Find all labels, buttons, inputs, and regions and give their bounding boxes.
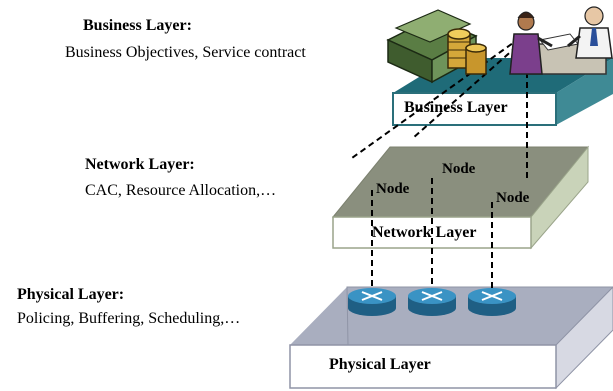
node-label-right: Node [496, 190, 530, 206]
physical-layer-title: Physical Layer: [17, 286, 125, 303]
dashed-connectors [351, 37, 528, 296]
network-layer-title: Network Layer: [85, 156, 195, 173]
business-layer-title: Business Layer: [83, 17, 192, 34]
node-label-left: Node [376, 181, 410, 197]
physical-layer-plate-label: Physical Layer [329, 356, 431, 373]
physical-layer-plate [289, 286, 613, 390]
network-layer-plate [331, 145, 590, 250]
router-icon [348, 288, 396, 316]
network-layer-subtitle: CAC, Resource Allocation,… [85, 182, 277, 199]
money-stack-icon [386, 9, 487, 84]
node-label-center: Node [442, 161, 476, 177]
business-layer-subtitle: Business Objectives, Service contract [65, 44, 306, 61]
network-layer-plate-label: Network Layer [372, 224, 477, 241]
business-people-icon [509, 6, 613, 75]
router-icon [408, 288, 456, 316]
physical-layer-subtitle: Policing, Buffering, Scheduling,… [17, 310, 241, 327]
business-layer-plate-label: Business Layer [404, 99, 508, 116]
router-icon [468, 288, 516, 316]
